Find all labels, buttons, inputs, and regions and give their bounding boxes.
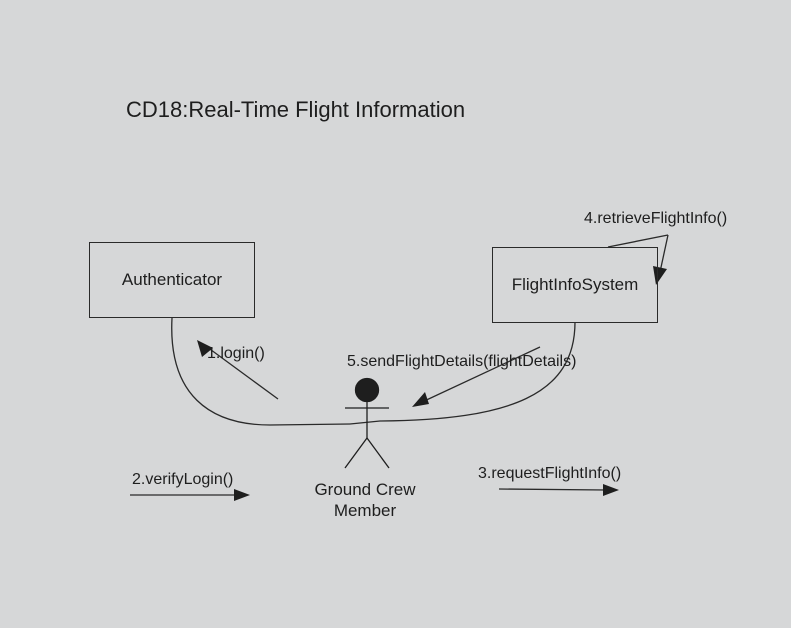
actor-name: Ground Crew Member <box>300 479 430 521</box>
message-request-flight-info-label: 3.requestFlightInfo() <box>478 465 622 482</box>
message-send-details-label: 5.sendFlightDetails(flightDetails) <box>347 353 577 370</box>
login-arrowhead <box>197 340 213 357</box>
request-arrowhead <box>603 484 619 496</box>
actor-name-line2: Member <box>333 501 397 520</box>
message-verify-login-label: 2.verifyLogin() <box>132 471 234 488</box>
authenticator-label: Authenticator <box>121 270 223 289</box>
diagram-title: CD18:Real-Time Flight Information <box>126 97 466 122</box>
login-arrow-line <box>202 343 279 400</box>
send-details-arrow-line <box>419 346 541 404</box>
link-flightinfosystem-actor <box>349 321 576 425</box>
authenticator-object[interactable]: Authenticator <box>89 242 255 318</box>
message-login-label: 1.login() <box>207 345 265 362</box>
message-retrieve-flight-info-label: 4.retrieveFlightInfo() <box>584 210 728 227</box>
actor-right-leg <box>366 437 390 469</box>
actor-head <box>354 377 380 403</box>
retrieve-arrow-line-a <box>607 234 669 248</box>
flight-info-system-label: FlightInfoSystem <box>511 275 639 294</box>
send-details-arrowhead <box>412 392 429 407</box>
retrieve-arrowhead <box>653 266 667 285</box>
actor-left-leg <box>344 437 368 469</box>
flight-info-system-object[interactable]: FlightInfoSystem <box>492 247 658 323</box>
verify-arrowhead <box>234 489 250 501</box>
actor-name-line1: Ground Crew <box>314 480 416 499</box>
retrieve-arrow-line-b <box>659 234 669 273</box>
link-authenticator-actor <box>171 317 351 426</box>
actor-stick-figure <box>344 377 390 469</box>
request-arrow-line <box>498 488 607 491</box>
